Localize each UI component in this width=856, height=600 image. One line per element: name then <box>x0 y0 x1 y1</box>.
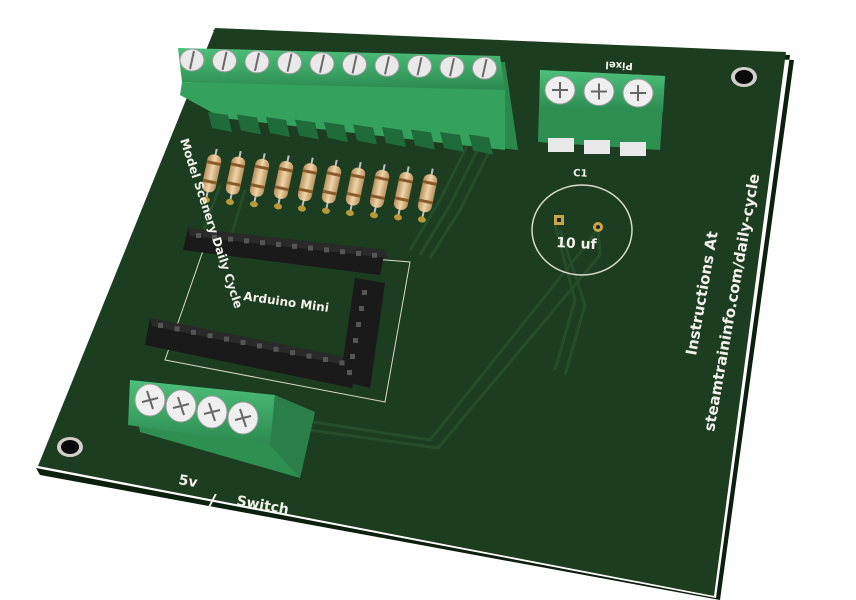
header-pin <box>362 290 367 295</box>
wire-slot <box>208 112 232 132</box>
screw-icon <box>212 49 237 73</box>
screw-icon <box>196 395 228 429</box>
terminal-block-power <box>128 380 315 478</box>
header-pin <box>224 336 229 342</box>
header-pin <box>207 333 213 339</box>
header-pin <box>240 340 246 345</box>
screw-icon <box>342 53 367 76</box>
header-pin <box>158 323 163 328</box>
header-pin <box>339 360 345 366</box>
power-label: 5v <box>177 472 198 491</box>
screw-icon <box>407 54 432 78</box>
header-bottom <box>145 278 385 388</box>
terminal-block-10 <box>178 48 518 155</box>
pixel-pads <box>548 138 646 156</box>
mounting-hole-top-right <box>731 67 757 87</box>
header-pin <box>276 242 281 247</box>
resistor <box>273 155 294 210</box>
cap-pads <box>554 215 603 232</box>
screw-icon <box>244 50 270 74</box>
screw-icon <box>583 77 615 106</box>
screw-icon <box>134 383 166 417</box>
header-pin <box>372 252 377 258</box>
resistor <box>321 159 342 214</box>
header-pin <box>340 249 345 255</box>
screw-icon <box>309 52 335 76</box>
header-pin <box>306 353 312 359</box>
resistor <box>393 166 414 221</box>
cap-outline <box>531 184 633 276</box>
wire-slot <box>353 124 377 145</box>
screw-icon <box>439 55 465 79</box>
wire-slot <box>324 122 348 142</box>
mounting-hole-bottom-left <box>57 437 83 457</box>
wire-slot <box>440 132 464 152</box>
header-pin <box>260 240 265 246</box>
resistor <box>369 164 390 219</box>
resistor <box>345 161 366 217</box>
wire-slot <box>411 129 435 150</box>
header-pin <box>356 251 361 256</box>
screw-icon <box>374 53 400 77</box>
header-pin <box>174 326 180 332</box>
resistor <box>297 157 318 212</box>
screw-icon <box>544 75 576 105</box>
header-pin <box>228 236 233 242</box>
screw-icon <box>622 78 654 108</box>
wire-slot <box>266 117 290 137</box>
resistor <box>225 150 246 206</box>
screw-icon <box>165 389 197 423</box>
header-pin <box>273 346 279 352</box>
header-pin <box>212 234 217 240</box>
header-pin <box>292 243 297 249</box>
wire-slot <box>469 134 493 155</box>
header-pin <box>308 245 313 251</box>
cap-ref-label: C1 <box>573 168 588 180</box>
separator-label: / <box>207 490 218 512</box>
header-pin <box>324 247 329 253</box>
wire-slot <box>237 114 261 135</box>
header-pin <box>257 343 262 349</box>
header-pin <box>244 238 249 244</box>
header-pin <box>290 350 295 356</box>
header-top <box>183 228 388 275</box>
screw-icon <box>179 48 205 72</box>
header-pin <box>356 322 361 327</box>
pixel-label: Pixel <box>605 59 633 71</box>
screw-icon <box>227 401 259 435</box>
resistor-array <box>201 148 438 223</box>
resistor <box>417 168 438 223</box>
header-pin <box>359 306 364 311</box>
copper-traces <box>198 139 602 450</box>
header-pin <box>191 329 196 335</box>
wire-slot <box>295 119 319 140</box>
terminal-block-pixel <box>538 70 665 156</box>
screw-icon <box>472 56 497 80</box>
wire-slot <box>382 127 406 147</box>
header-pin <box>196 233 201 238</box>
header-pin <box>350 354 355 359</box>
cap-value-label: 10 uf <box>556 235 598 253</box>
header-pin <box>353 338 358 343</box>
header-pin <box>323 357 328 362</box>
header-pin <box>347 370 352 375</box>
screw-icon <box>277 51 302 75</box>
resistor <box>249 153 270 208</box>
resistor <box>201 148 222 203</box>
